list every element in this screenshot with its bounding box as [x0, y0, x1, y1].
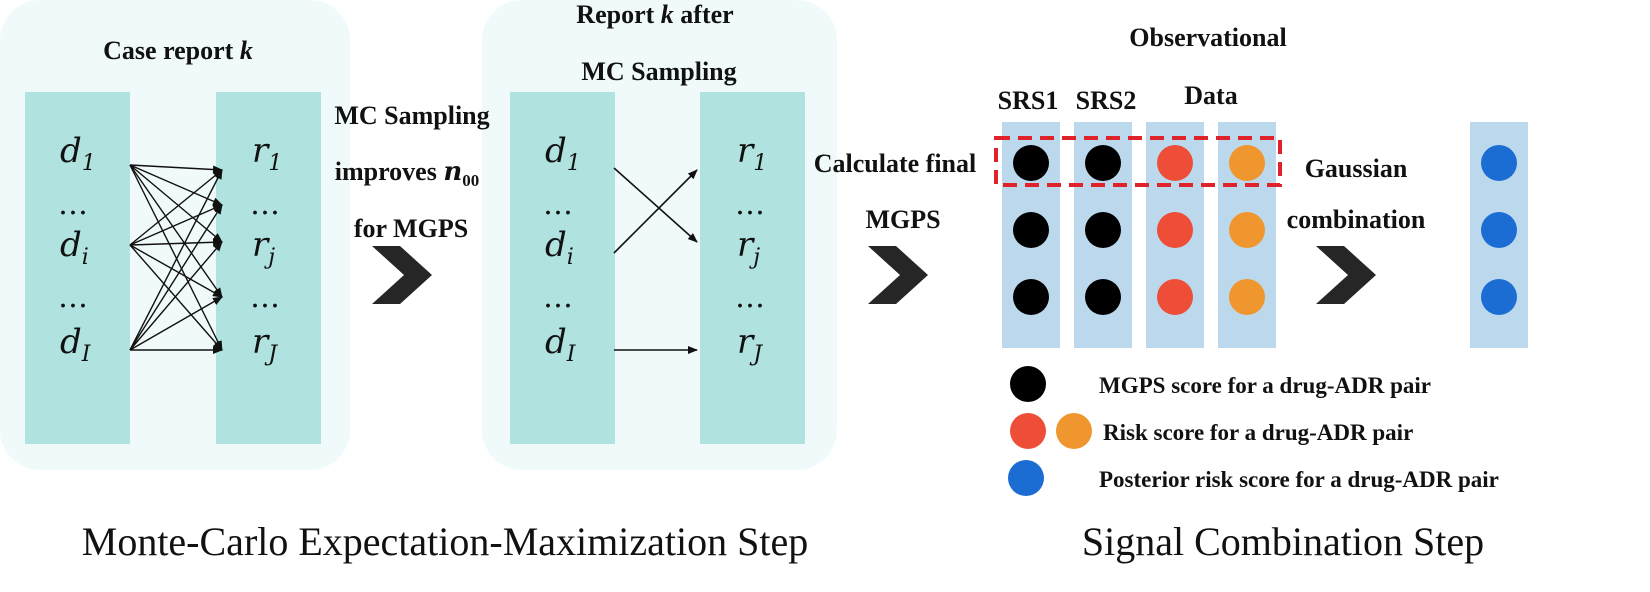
reaction-ellipsis: … — [250, 187, 280, 222]
arrow-0-1 — [129, 164, 223, 206]
sampled-drug-ellipsis: … — [543, 280, 573, 315]
drug-ellipsis: … — [58, 280, 88, 315]
sampled-reaction-ellipsis: … — [735, 187, 765, 222]
arrow-1-2 — [129, 238, 223, 247]
step2-label-line1: Calculate final — [814, 149, 977, 178]
left-panel-title: Case report k — [103, 36, 253, 65]
step2-label-line2: MGPS — [865, 205, 940, 234]
sampled-reaction-ellipsis: … — [735, 280, 765, 315]
legend-orange-dot — [1056, 413, 1092, 449]
legend-item-mgps: MGPS score for a drug-ADR pair — [1099, 373, 1431, 398]
arrow-0-4 — [129, 164, 223, 351]
step1-label-line2: improves n00 — [335, 157, 479, 190]
risk-orange-dot-3 — [1229, 279, 1265, 315]
reaction-list: r1…rj…rJ — [250, 131, 282, 367]
risk-red-dot-1 — [1157, 145, 1193, 181]
drug-item-d1: d1 — [60, 131, 96, 176]
sampled-reaction-item-rj: rj — [737, 225, 760, 270]
legend: MGPS score for a drug-ADR pair Risk scor… — [1008, 366, 1499, 496]
sampled-drug-item-d1: d1 — [545, 131, 581, 176]
drug-item-dI: dI — [60, 322, 92, 367]
arrow-2-0 — [129, 169, 223, 351]
step1-label-line1: MC Sampling — [334, 101, 489, 130]
observational-title: Observational — [1129, 23, 1286, 52]
legend-black-dot — [1010, 366, 1046, 402]
sampled-drug-item-di: di — [545, 225, 574, 270]
reaction-ellipsis: … — [250, 280, 280, 315]
arrow-2-1 — [129, 204, 223, 351]
sampled-reaction-list: r1…rj…rJ — [735, 131, 767, 367]
drug-list: d1…di…dI — [58, 131, 96, 367]
srs2-label: SRS2 — [1076, 86, 1137, 115]
observational-dots — [1013, 145, 1265, 315]
arrow-0-0 — [129, 164, 223, 174]
caption-em-step: Monte-Carlo Expectation-Maximization Ste… — [82, 519, 808, 564]
arrow-0-3 — [129, 164, 223, 298]
reaction-item-r1: r1 — [252, 131, 282, 176]
legend-item-posterior: Posterior risk score for a drug-ADR pair — [1099, 467, 1499, 492]
arrow-1-0 — [129, 169, 223, 246]
middle-panel-title-line1: Report k after — [576, 0, 733, 29]
data-label: Data — [1184, 81, 1237, 110]
srs1-label: SRS1 — [998, 86, 1059, 115]
risk-red-dot-3 — [1157, 279, 1193, 315]
legend-red-dot — [1010, 413, 1046, 449]
posterior-dot-1 — [1481, 145, 1517, 181]
risk-red-dot-2 — [1157, 212, 1193, 248]
risk-orange-dot-1 — [1229, 145, 1265, 181]
posterior-dot-2 — [1481, 212, 1517, 248]
sampled-reaction-column — [700, 92, 805, 444]
srs2-dot-3 — [1085, 279, 1121, 315]
drug-column — [25, 92, 130, 444]
sampled-drug-item-dI: dI — [545, 322, 577, 367]
reaction-item-rj: rj — [252, 225, 275, 270]
arrow-2-3 — [129, 296, 223, 351]
sampled-drug-ellipsis: … — [543, 187, 573, 222]
posterior-dot-3 — [1481, 279, 1517, 315]
chevron-right-icon — [1316, 246, 1376, 304]
srs2-dot-2 — [1085, 212, 1121, 248]
arrow-1-4 — [129, 244, 223, 351]
sampled-drug-list: d1…di…dI — [543, 131, 581, 367]
sampled-drug-column — [510, 92, 615, 444]
arrow-2-2 — [129, 241, 223, 351]
sampled-reaction-item-r1: r1 — [737, 131, 767, 176]
drug-item-di: di — [60, 225, 89, 270]
srs2-dot-1 — [1085, 145, 1121, 181]
arrow-1-3 — [129, 244, 223, 298]
drug-ellipsis: … — [58, 187, 88, 222]
highlight-dashed-box — [994, 136, 1282, 187]
step3-label-line2: combination — [1287, 205, 1426, 234]
middle-panel-title-line2: MC Sampling — [581, 57, 736, 86]
reaction-column — [216, 92, 321, 444]
srs1-dot-2 — [1013, 212, 1049, 248]
arrow-d1-rj — [613, 167, 698, 243]
srs1-dot-3 — [1013, 279, 1049, 315]
chevron-right-icon — [372, 246, 432, 304]
legend-item-risk: Risk score for a drug-ADR pair — [1103, 420, 1413, 445]
sampled-arrows — [613, 167, 698, 354]
full-connection-arrows — [129, 164, 223, 354]
sampled-reaction-item-rJ: rJ — [737, 322, 763, 367]
risk-orange-dot-2 — [1229, 212, 1265, 248]
arrow-di-r1 — [613, 169, 698, 254]
chevron-right-icon — [868, 246, 928, 304]
caption-combination-step: Signal Combination Step — [1082, 519, 1484, 564]
srs1-dot-1 — [1013, 145, 1049, 181]
legend-blue-dot — [1008, 460, 1044, 496]
posterior-dots — [1481, 145, 1517, 315]
step3-label-line1: Gaussian — [1305, 154, 1408, 183]
step1-label-line3: for MGPS — [354, 214, 468, 243]
reaction-item-rJ: rJ — [252, 322, 278, 367]
arrow-1-1 — [129, 204, 223, 246]
